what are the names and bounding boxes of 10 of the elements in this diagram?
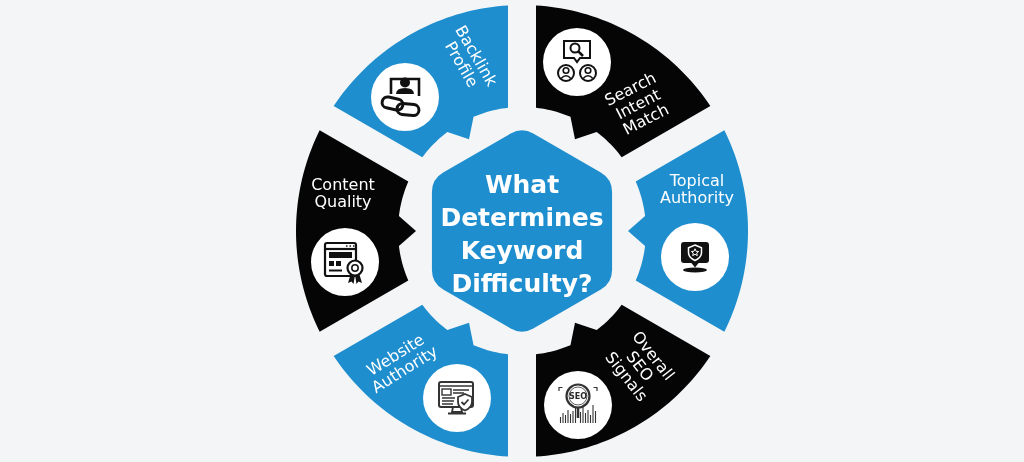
ring-segment [536, 304, 711, 457]
hexagon [431, 127, 613, 335]
ring-segment [333, 304, 508, 457]
ring-segment [333, 5, 508, 158]
ring-segment [296, 130, 416, 332]
segment-label: Topical Authority [658, 172, 736, 206]
segment-label: Content Quality [310, 176, 376, 210]
center-heading: What Determines Keyword Difficulty? [439, 169, 605, 300]
ring-segment [536, 5, 711, 158]
icon-text: SEO [569, 391, 587, 401]
